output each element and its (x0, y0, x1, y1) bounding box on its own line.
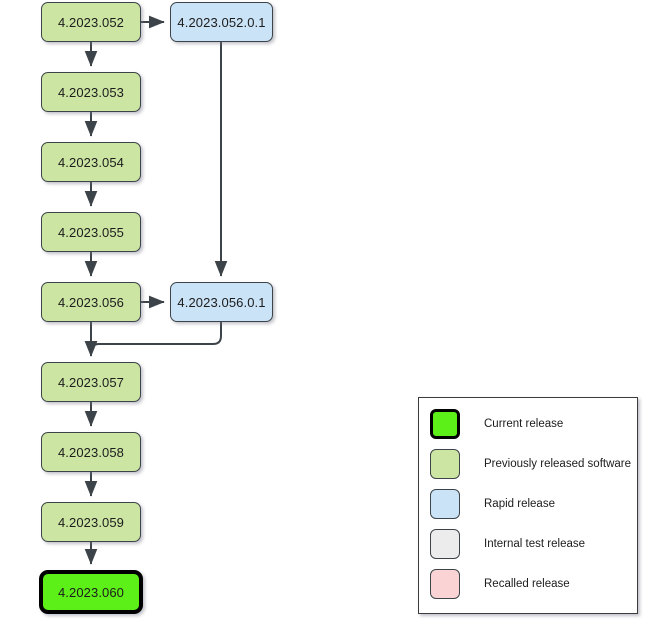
node-4-2023-056[interactable]: 4.2023.056 (41, 282, 141, 322)
legend-label-recalled-release: Recalled release (484, 578, 570, 590)
legend-label-internal-test-release: Internal test release (484, 538, 586, 550)
node-4-2023-060[interactable]: 4.2023.060 (39, 570, 143, 614)
legend-item-recalled-release: Recalled release (430, 568, 570, 600)
legend-label-current-release: Current release (484, 418, 564, 430)
edge-056r-to-057 (84, 322, 222, 357)
legend-label-rapid-release: Rapid release (484, 498, 555, 510)
legend-box: Current release Previously released soft… (418, 397, 638, 614)
legend-item-current-release: Current release (430, 408, 563, 440)
legend-swatch-current-release (430, 409, 460, 439)
node-4-2023-052[interactable]: 4.2023.052 (41, 2, 141, 42)
node-4-2023-056-0-1[interactable]: 4.2023.056.0.1 (170, 282, 273, 322)
node-4-2023-055[interactable]: 4.2023.055 (41, 212, 141, 252)
legend-swatch-previously-released (430, 449, 460, 479)
legend-swatch-recalled-release (430, 569, 460, 599)
legend-item-internal-test-release: Internal test release (430, 528, 585, 560)
node-4-2023-059[interactable]: 4.2023.059 (41, 502, 141, 542)
node-4-2023-052-0-1[interactable]: 4.2023.052.0.1 (170, 2, 273, 42)
legend-label-previously-released: Previously released software (484, 458, 632, 470)
node-4-2023-054[interactable]: 4.2023.054 (41, 142, 141, 182)
legend-swatch-internal-test-release (430, 529, 460, 559)
legend-item-rapid-release: Rapid release (430, 488, 555, 520)
node-4-2023-058[interactable]: 4.2023.058 (41, 432, 141, 472)
node-4-2023-053[interactable]: 4.2023.053 (41, 72, 141, 112)
node-4-2023-057[interactable]: 4.2023.057 (41, 362, 141, 402)
legend-item-previously-released: Previously released software (430, 448, 631, 480)
legend-swatch-rapid-release (430, 489, 460, 519)
